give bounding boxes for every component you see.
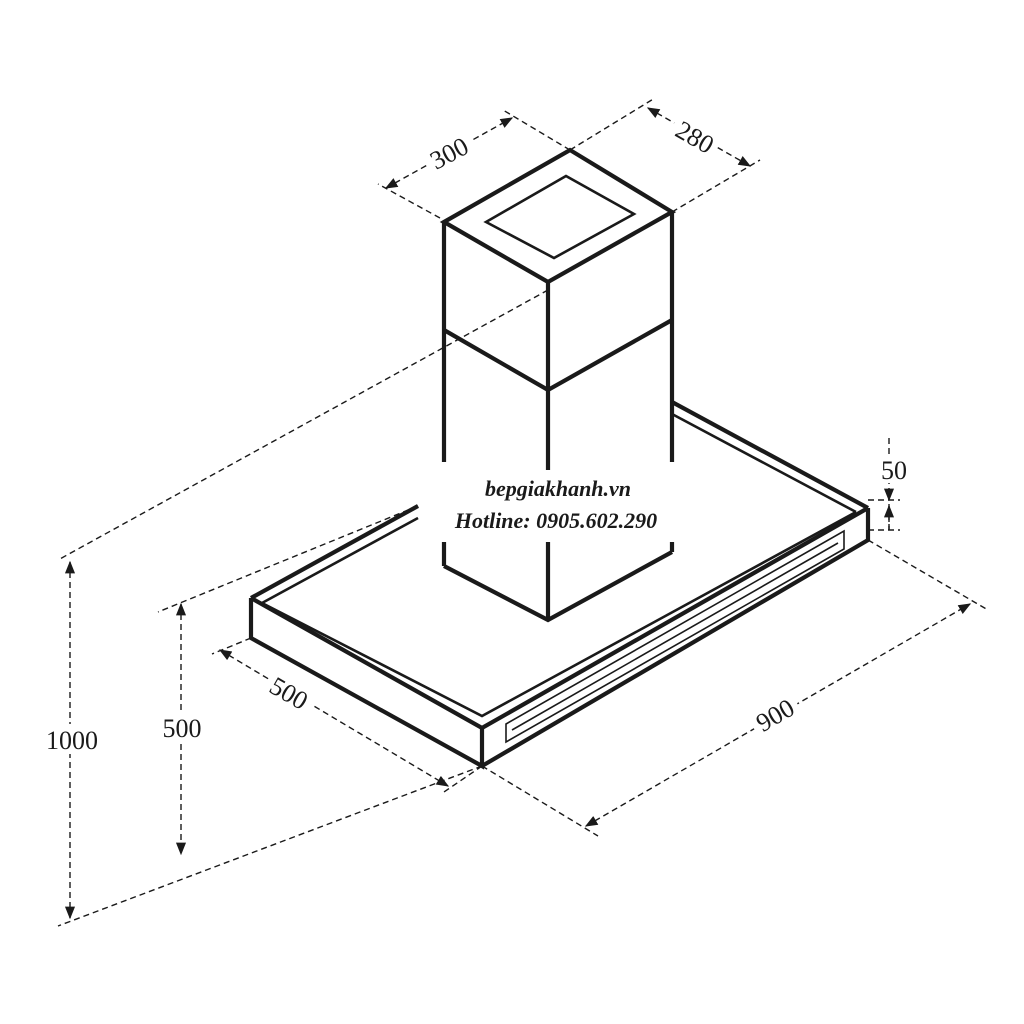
ext-bottom <box>57 765 483 927</box>
control-panel-strip <box>505 529 845 744</box>
ext-width-left <box>481 765 599 837</box>
ext-chimney-right <box>671 159 761 213</box>
watermark: bepgiakhanh.vn Hotline: 0905.602.290 <box>426 470 686 542</box>
ext-chimney-back <box>502 109 571 151</box>
label-total-height: 1000 <box>46 726 98 755</box>
watermark-site: bepgiakhanh.vn <box>485 476 631 501</box>
chimney <box>439 147 677 623</box>
canopy-right-front-face <box>480 508 871 768</box>
control-panel-inner-line <box>511 542 839 731</box>
canopy-left-front-face <box>248 598 485 770</box>
label-canopy-height: 50 <box>881 456 907 485</box>
watermark-hotline: Hotline: 0905.602.290 <box>454 508 657 533</box>
ext-depth-left <box>211 637 252 655</box>
canopy-top-left-edge <box>249 504 420 600</box>
canopy-top-right-edge <box>671 400 869 510</box>
ext-width-right <box>867 539 989 611</box>
dim-line-500-depth <box>218 649 450 787</box>
chimney-vent-opening <box>483 174 637 260</box>
dimension-labels: 300 280 50 1000 500 500 900 <box>42 111 912 755</box>
chimney-section-seam <box>442 318 674 393</box>
ext-chimney-back-right <box>569 97 656 151</box>
chimney-bottom-edge <box>443 550 674 623</box>
canopy-rim-right <box>671 412 857 514</box>
ext-chimney-left <box>377 183 441 219</box>
ext-total-top <box>57 289 549 561</box>
canopy <box>248 400 871 770</box>
canopy-rim-left <box>261 516 419 605</box>
chimney-top-face <box>439 147 677 285</box>
ext-depth-right <box>443 765 483 793</box>
canopy-rim-front <box>261 510 857 718</box>
extension-lines <box>57 97 989 927</box>
label-body-height: 500 <box>163 714 202 743</box>
ext-body-top <box>157 505 419 613</box>
